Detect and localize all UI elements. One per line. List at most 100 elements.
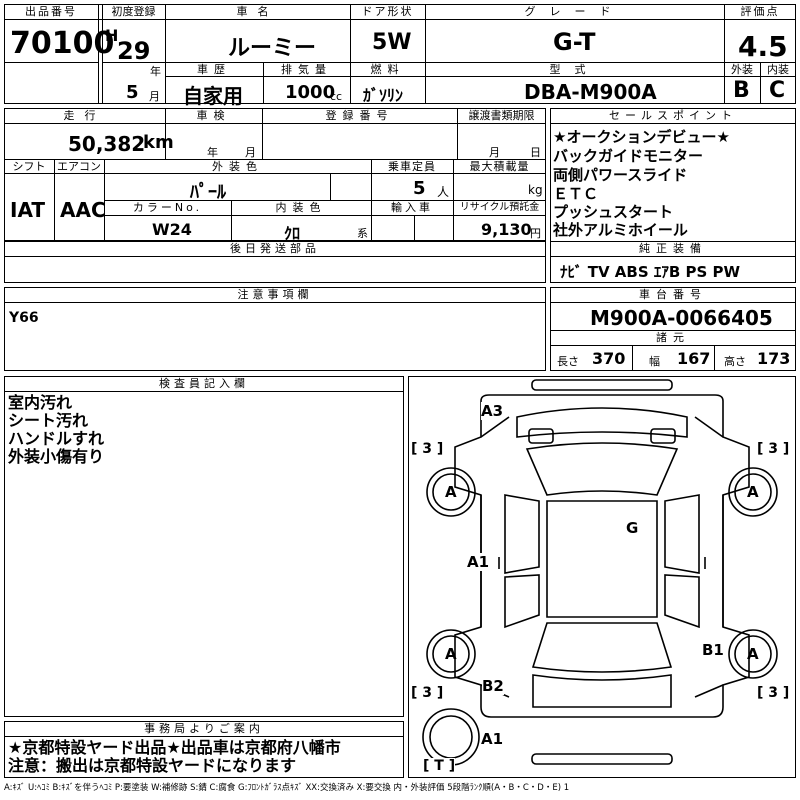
door-type: 5W <box>372 30 412 55</box>
inspector-label: 検査員記入欄 <box>159 377 249 390</box>
notes-value: Y66 <box>9 310 39 326</box>
notes-label: 注意事項欄 <box>237 288 313 301</box>
score: 4.5 <box>738 30 788 63</box>
specs-label: 諸元 <box>656 331 690 344</box>
bracket-rear-left: [ 3 ] <box>411 685 444 701</box>
sales-point-item: ★オークションデビュー★ <box>553 128 730 146</box>
office-note: ★京都特設ヤード出品★出品車は京都府八幡市 <box>8 738 341 757</box>
damage-g-mark: G <box>626 519 639 537</box>
color-no-label: カラーNo. <box>132 201 203 214</box>
shift-label: シフト <box>12 160 46 173</box>
reg-month: 5 <box>126 82 139 103</box>
ext-color-label: 外装色 <box>212 160 263 173</box>
sales-point-item: ＥＴＣ <box>553 185 599 203</box>
office-label: 事務局よりご案内 <box>144 722 264 735</box>
std-equip-label: 純正装備 <box>639 242 707 255</box>
bracket-front-right: [ 3 ] <box>757 441 790 457</box>
legend-line: A:ｷｽﾞ U:ﾍｺﾐ B:ｷｽﾞを伴うﾍｺﾐ P:要塗装 W:補修跡 S:錆 … <box>4 783 570 793</box>
damage-b2-mark: B2 <box>482 677 504 695</box>
spec-width-value: 167 <box>677 349 711 368</box>
era-letter: H <box>105 26 119 45</box>
grade-label: グレード <box>524 5 625 18</box>
int-color-value: ｸﾛ <box>284 224 301 243</box>
tire-mark-rear-right: A <box>747 645 759 663</box>
spec-height-value: 173 <box>757 349 791 368</box>
exterior-grade: B <box>733 78 750 103</box>
exterior-label: 外装 <box>731 63 753 76</box>
std-equip-value: ﾅﾋﾞ TV ABS ｴｱB PS PW <box>560 263 741 281</box>
max-load-unit: kg <box>528 183 543 197</box>
displacement-unit: cc <box>330 90 343 103</box>
model-code: DBA-M900A <box>524 80 657 104</box>
aircon-value: AAC <box>60 198 106 222</box>
int-color-label: 内装色 <box>275 201 327 214</box>
inspection-month-unit: 月 <box>245 146 256 159</box>
reg-month-unit: 月 <box>149 90 160 103</box>
spec-height-label: 高さ <box>724 355 746 368</box>
inspector-block <box>4 376 404 717</box>
spec-width-label: 幅 <box>649 355 660 368</box>
sales-point-item: 社外アルミホイール <box>553 221 688 239</box>
car-outline-diagram <box>422 379 778 766</box>
inspector-note: シート汚れ <box>8 411 89 430</box>
inspector-note: ハンドルすれ <box>8 429 105 448</box>
chassis-label: 車台番号 <box>639 288 707 301</box>
inspector-note: 外装小傷有り <box>8 447 105 466</box>
fuel-value: ｶﾞｿﾘﾝ <box>363 86 404 105</box>
inspection-year-unit: 年 <box>207 146 218 159</box>
damage-a1-rear-mark: A1 <box>481 730 504 748</box>
interior-grade: C <box>769 78 786 103</box>
mileage-value: 50,382 <box>68 132 146 156</box>
vehicle-detail-block <box>4 108 546 241</box>
int-color-unit: 系 <box>357 227 368 240</box>
model-code-label: 型式 <box>549 63 600 76</box>
notes-block <box>4 287 546 371</box>
car-name-label: 車名 <box>236 5 279 18</box>
first-reg-label: 初度登録 <box>111 5 156 18</box>
import-label: 輸入車 <box>391 201 433 214</box>
spec-length-value: 370 <box>592 349 626 368</box>
capacity-value: 5 <box>413 178 426 199</box>
displacement-value: 1000 <box>285 82 336 103</box>
sales-points-block <box>550 108 796 283</box>
mileage-label: 走行 <box>63 109 106 122</box>
transfer-deadline-label: 譲渡書類期限 <box>468 109 535 122</box>
recycle-value: 9,130 <box>481 220 532 239</box>
displacement-label: 排気量 <box>281 63 332 76</box>
interior-label: 内装 <box>767 63 789 76</box>
damage-a1-left-mark: A1 <box>467 553 490 571</box>
mileage-unit: km <box>143 132 174 153</box>
car-diagram: A3 A A A A G A1 B1 B2 A1 [ 3 ] [ 3 ] [ 3… <box>408 376 796 778</box>
car-name: ルーミー <box>228 36 317 61</box>
inspection-label: 車検 <box>196 109 231 122</box>
later-parts-label: 後日発送部品 <box>230 242 320 255</box>
lot-number: 70100 <box>10 26 115 61</box>
capacity-unit: 人 <box>437 185 450 199</box>
reg-year-unit: 年 <box>150 65 161 78</box>
grade: G-T <box>553 28 596 56</box>
sales-points-label: セールスポイント <box>609 109 737 122</box>
history-label: 車歴 <box>197 63 231 76</box>
office-note: 注意：搬出は京都特設ヤードになります <box>8 756 297 775</box>
spec-length-label: 長さ <box>557 355 579 368</box>
deadline-month-unit: 月 <box>489 146 500 159</box>
chassis-block <box>550 287 796 371</box>
max-load-label: 最大積載量 <box>469 160 530 173</box>
recycle-unit: 円 <box>530 227 541 240</box>
office-block <box>4 721 404 778</box>
header-block <box>4 4 796 104</box>
history-value: 自家用 <box>183 84 243 108</box>
bracket-rear-right: [ 3 ] <box>757 685 790 701</box>
aircon-label: エアコン <box>57 160 101 173</box>
recycle-label: リサイクル預託金 <box>459 202 540 213</box>
deadline-day-unit: 日 <box>530 146 541 159</box>
later-parts-block <box>4 241 546 283</box>
sales-point-item: プッシュスタート <box>553 203 674 221</box>
reg-year: 29 <box>117 37 151 65</box>
damage-a3-mark: A3 <box>481 402 504 420</box>
bracket-front-left: [ 3 ] <box>411 441 444 457</box>
sales-point-item: 両側パワースライド <box>553 166 688 184</box>
score-label: 評価点 <box>740 5 780 18</box>
bracket-spare: [ T ] <box>423 758 456 774</box>
chassis-value: M900A-0066405 <box>590 306 773 330</box>
